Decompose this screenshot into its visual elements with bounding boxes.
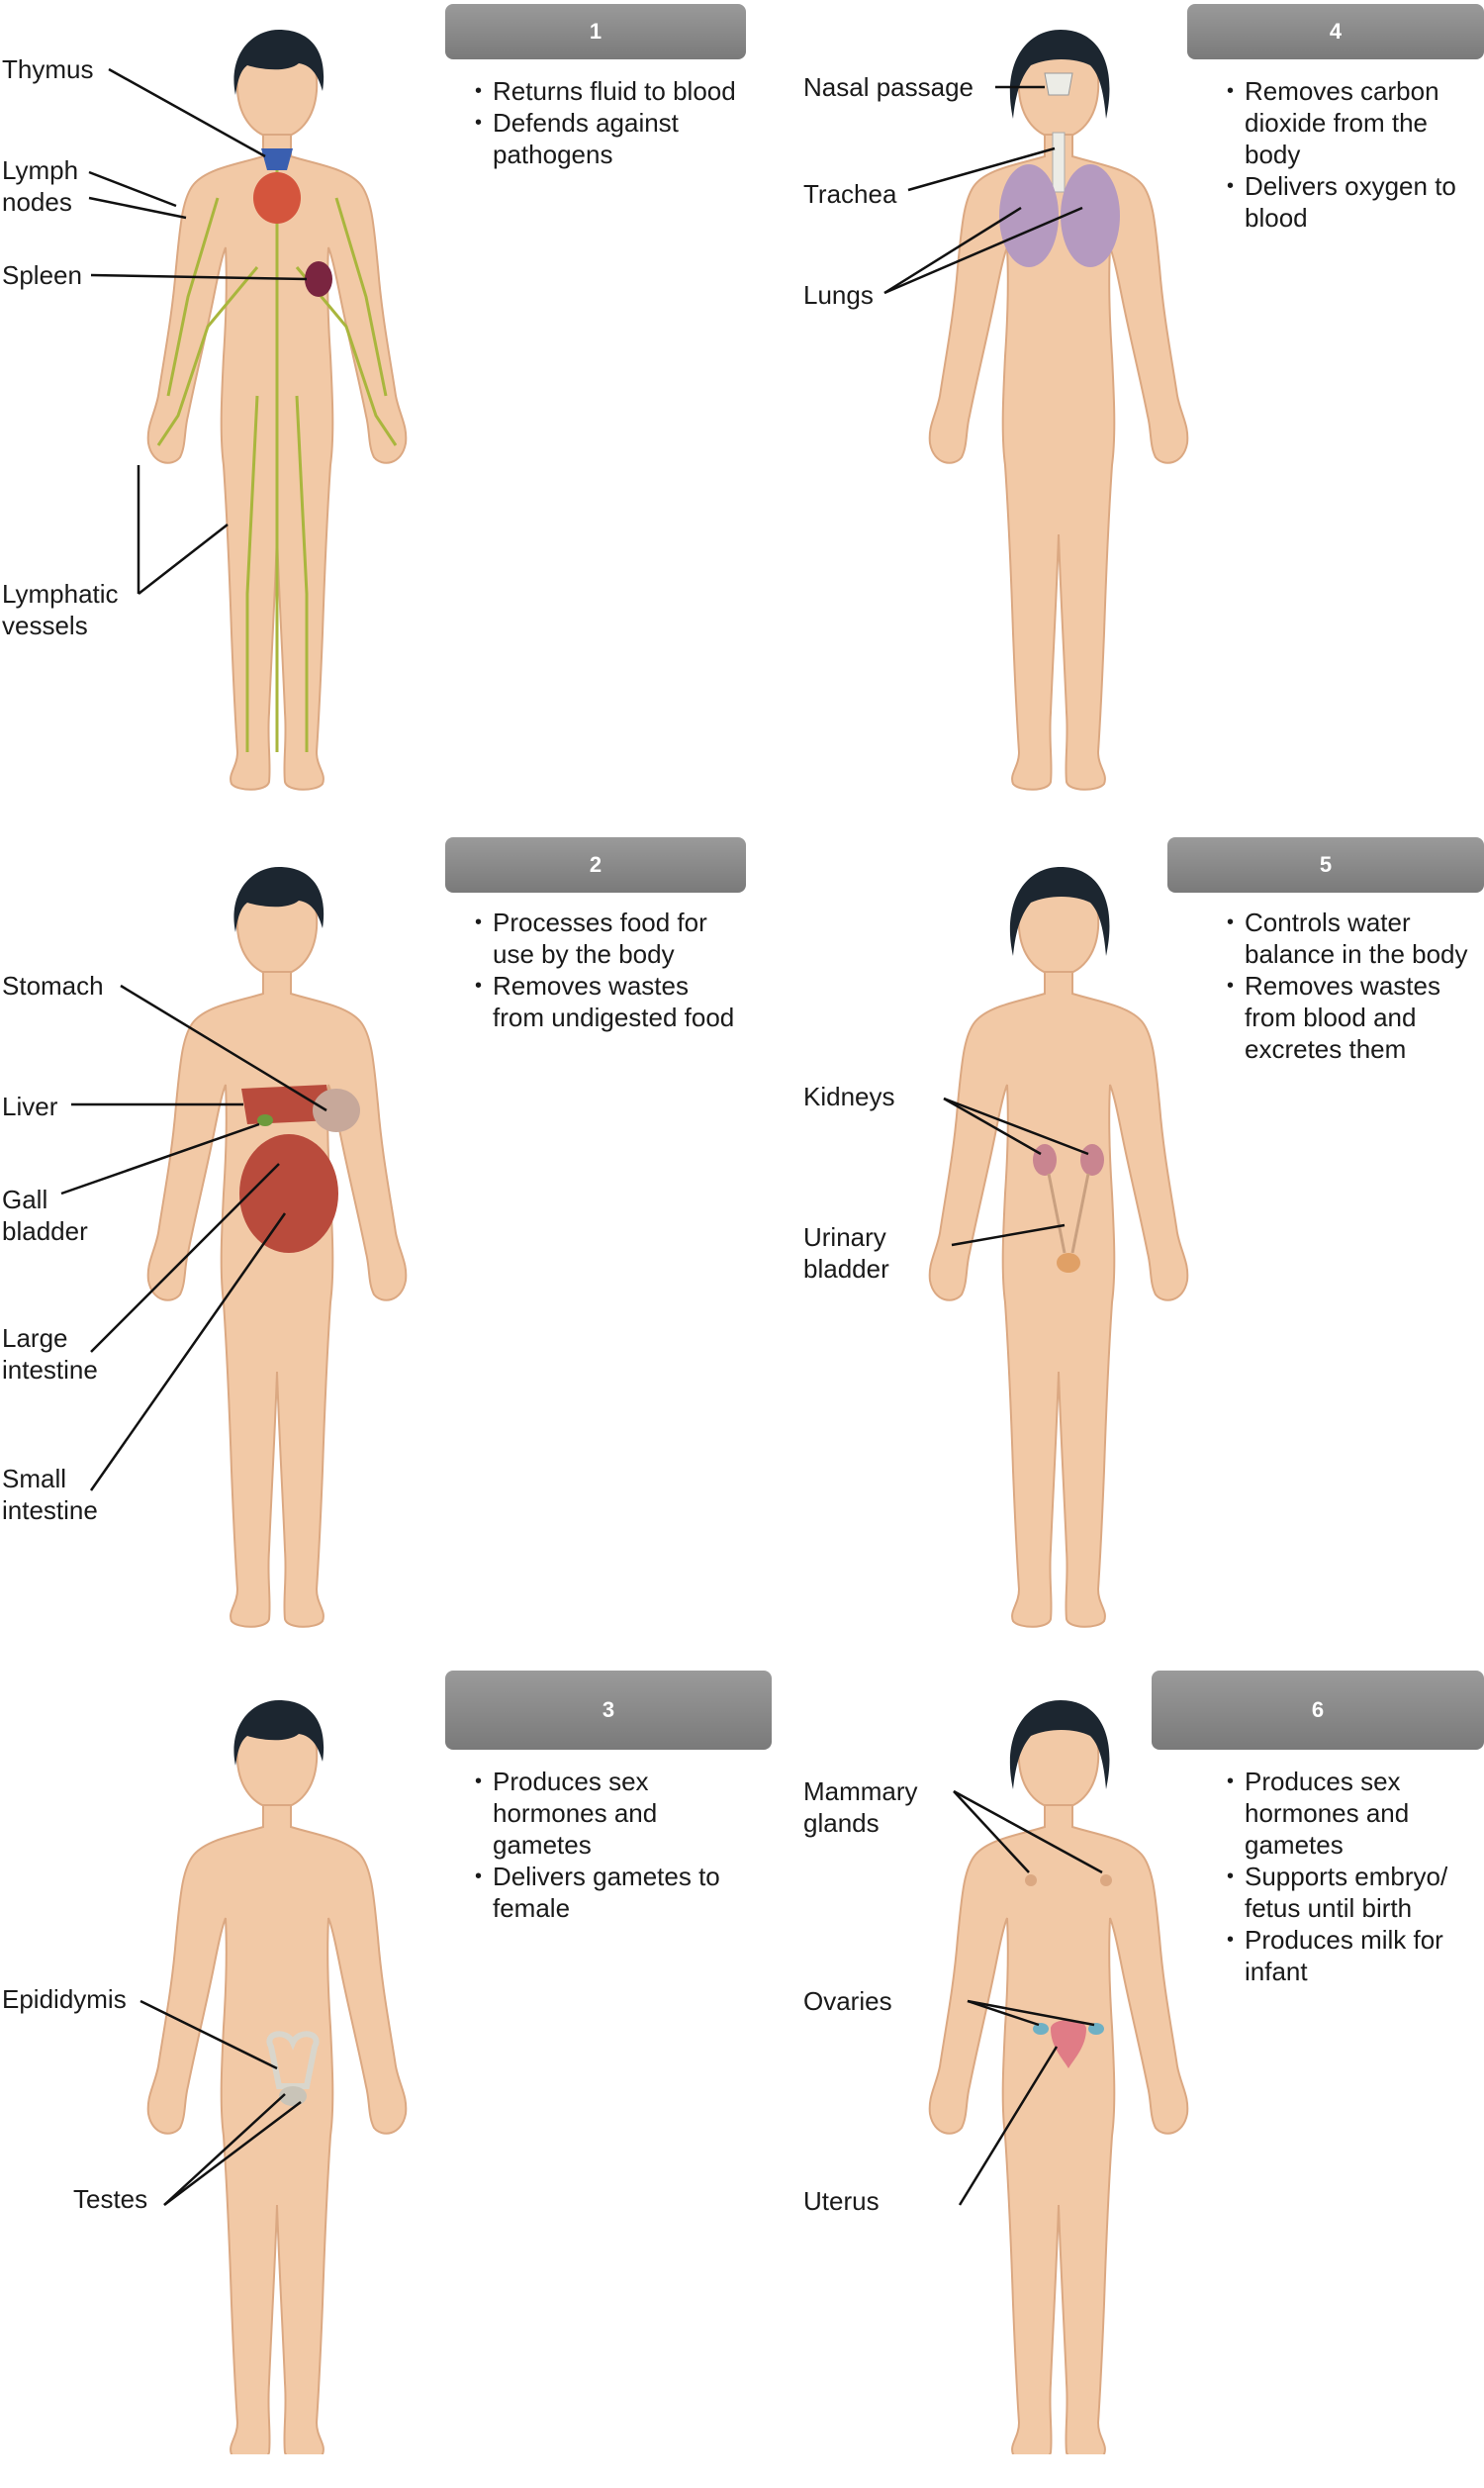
panel-1-functions: Returns fluid to blood Defends against p… xyxy=(475,75,742,170)
panel-4-functions: Removes carbon dioxide from the body Del… xyxy=(1227,75,1474,234)
respiratory-figure xyxy=(883,30,1189,791)
label-lungs: Lungs xyxy=(803,280,874,310)
label-uterus: Uterus xyxy=(803,2186,880,2216)
panel-number-3: 3 xyxy=(445,1671,772,1750)
label-ovaries: Ovaries xyxy=(803,1986,892,2016)
function-item: Delivers gametes to female xyxy=(475,1861,742,1924)
label-gall-bladder: Gall bladder xyxy=(2,1185,88,1246)
panel-number-5: 5 xyxy=(1167,837,1484,893)
label-nasal-passage: Nasal passage xyxy=(803,72,974,102)
function-item: Produces sex hormones and gametes xyxy=(475,1766,742,1861)
panel-number-2: 2 xyxy=(445,837,746,893)
function-item: Delivers oxygen to blood xyxy=(1227,170,1474,234)
label-lymphatic-vessels: Lymphatic vessels xyxy=(2,579,119,640)
panel-2-functions: Processes food for use by the body Remov… xyxy=(475,907,742,1033)
label-testes: Testes xyxy=(73,2184,148,2214)
panel-number-1: 1 xyxy=(445,4,746,59)
liver-shape xyxy=(241,1085,332,1124)
ovary-left-shape xyxy=(1033,2023,1049,2035)
function-item: Processes food for use by the body xyxy=(475,907,742,970)
panel-lymphatic: Thymus Lymph nodes Spleen Lymphatic vess… xyxy=(0,0,746,817)
uterus-shape xyxy=(1051,2020,1086,2068)
label-spleen: Spleen xyxy=(2,260,82,290)
panel-urinary: Kidneys Urinary bladder 5 Controls water… xyxy=(742,837,1484,1655)
label-liver: Liver xyxy=(2,1092,58,1121)
panel-5-functions: Controls water balance in the body Remov… xyxy=(1227,907,1474,1065)
testes-shape xyxy=(279,2086,307,2106)
label-lymph-nodes: Lymph nodes xyxy=(2,155,79,217)
label-trachea: Trachea xyxy=(803,179,897,209)
label-small-intestine: Small intestine xyxy=(2,1464,98,1525)
intestines-shape xyxy=(239,1134,338,1253)
mammary-gland-left xyxy=(1025,1874,1037,1886)
ureters-shape xyxy=(1047,1173,1090,1254)
function-item: Removes wastes from undigested food xyxy=(475,970,742,1033)
panel-number-6: 6 xyxy=(1152,1671,1484,1750)
function-item: Defends against pathogens xyxy=(475,107,742,170)
function-item: Produces sex hormones and gametes xyxy=(1227,1766,1474,1861)
function-item: Produces milk for infant xyxy=(1227,1924,1474,1987)
label-kidneys: Kidneys xyxy=(803,1082,895,1111)
function-item: Removes carbon dioxide from the body xyxy=(1227,75,1474,170)
label-large-intestine: Large intestine xyxy=(2,1323,98,1385)
gall-bladder-shape xyxy=(257,1114,273,1126)
lung-right-shape xyxy=(1061,164,1120,267)
function-item: Supports embryo/ fetus until birth xyxy=(1227,1861,1474,1924)
spleen-shape xyxy=(305,261,332,297)
mammary-gland-right xyxy=(1100,1874,1112,1886)
label-stomach: Stomach xyxy=(2,971,104,1001)
function-item: Controls water balance in the body xyxy=(1227,907,1474,970)
panel-6-functions: Produces sex hormones and gametes Suppor… xyxy=(1227,1766,1474,1987)
urinary-figure xyxy=(928,867,1189,1628)
nasal-passage-shape xyxy=(1044,72,1073,96)
urinary-bladder-shape xyxy=(1057,1253,1080,1273)
panel-female-reproductive: Mammary glands Ovaries Uterus 6 Produces… xyxy=(742,1671,1484,2488)
label-mammary-glands: Mammary glands xyxy=(803,1776,918,1838)
lymphatic-figure xyxy=(88,30,408,791)
panel-3-functions: Produces sex hormones and gametes Delive… xyxy=(475,1766,742,1924)
label-epididymis: Epididymis xyxy=(2,1984,127,2014)
lung-left-shape xyxy=(999,164,1059,267)
epididymis-shape xyxy=(266,2031,320,2089)
stomach-shape xyxy=(313,1089,360,1132)
panel-respiratory: Nasal passage Trachea Lungs 4 Removes ca… xyxy=(742,0,1484,817)
kidney-left-shape xyxy=(1033,1144,1057,1176)
kidney-right-shape xyxy=(1080,1144,1104,1176)
function-item: Returns fluid to blood xyxy=(475,75,742,107)
lymph-vessels-network xyxy=(156,158,398,752)
panel-number-4: 4 xyxy=(1187,4,1484,59)
panel-digestive: Stomach Liver Gall bladder Large intesti… xyxy=(0,837,746,1655)
heart-shape xyxy=(253,172,301,224)
label-urinary-bladder: Urinary bladder xyxy=(803,1222,889,1284)
function-item: Removes wastes from blood and excretes t… xyxy=(1227,970,1474,1065)
panel-male-reproductive: Epididymis Testes 3 Produces sex hormone… xyxy=(0,1671,772,2488)
trachea-shape xyxy=(1052,132,1066,193)
digestive-figure xyxy=(60,867,408,1628)
ovary-right-shape xyxy=(1088,2023,1104,2035)
male-reproductive-figure xyxy=(139,1700,408,2454)
female-reproductive-figure xyxy=(928,1700,1189,2454)
label-thymus: Thymus xyxy=(2,54,94,84)
thymus-shape xyxy=(261,148,293,170)
